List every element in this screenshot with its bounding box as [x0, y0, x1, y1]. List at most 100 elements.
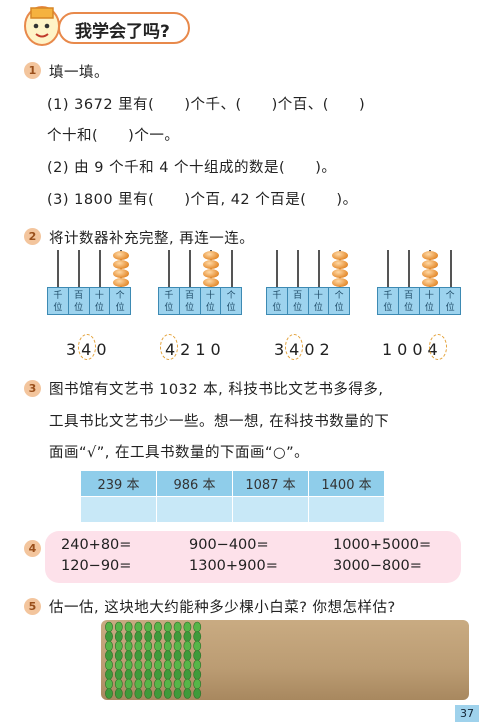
cabbage-plant: [193, 650, 202, 661]
section-title-pill: [58, 12, 190, 44]
equation: 3000−800=: [333, 558, 422, 574]
abacus-rod: [56, 250, 59, 287]
number-option-2: 4210: [165, 340, 226, 359]
abacus-bead: [331, 260, 348, 269]
abacus-rod: [407, 250, 410, 287]
cabbage-plant: [114, 659, 123, 671]
abacus-bead: [202, 260, 219, 269]
cabbage-plant: [163, 659, 172, 671]
place-value-label: 个位: [115, 291, 125, 313]
cabbage-plant: [105, 669, 113, 680]
cabbage-plant: [134, 659, 143, 671]
cabbage-plant: [105, 678, 113, 690]
abacus-bead: [112, 278, 129, 287]
cabbage-plant: [154, 640, 162, 652]
place-value-label: 千位: [159, 288, 180, 314]
cabbage-plant: [114, 621, 123, 633]
abacus-bead: [202, 251, 219, 260]
cabbage-plant: [183, 631, 192, 642]
cabbage-plant: [173, 659, 182, 671]
cabbage-plant: [134, 688, 143, 699]
cabbage-plant: [124, 678, 133, 690]
abacus-rod: [275, 250, 278, 287]
place-value-label: 百位: [399, 288, 420, 314]
q1-line-4: (3) 1800 里有( )个百, 42 个百是( )。: [47, 192, 358, 208]
q2-prompt: 将计数器补充完整, 再连一连。: [49, 231, 255, 247]
place-value-label: 千位: [267, 288, 288, 314]
cabbage-plant: [134, 640, 143, 652]
abacus-bead: [112, 260, 129, 269]
place-value-label: 个位: [226, 291, 236, 313]
abacus-bead: [112, 269, 129, 278]
answer-cell[interactable]: [156, 496, 233, 523]
abacus-bead: [331, 278, 348, 287]
cabbage-plant: [154, 650, 162, 661]
abacus-bead: [421, 269, 438, 278]
cabbage-plant: [134, 621, 143, 633]
cabbage-plant: [193, 678, 202, 690]
cabbage-plant: [124, 621, 133, 633]
cabbage-plant: [173, 669, 182, 680]
cabbage-plant: [114, 631, 123, 642]
answer-cell[interactable]: [232, 496, 309, 523]
abacus-rod: [296, 250, 299, 287]
pencil-mascot-icon: [24, 6, 60, 46]
section-title: 我学会了吗?: [75, 22, 170, 42]
abacus-bead: [112, 251, 129, 260]
question-number-2: 2: [24, 228, 41, 245]
cabbage-plant: [134, 678, 143, 690]
cabbage-plant: [105, 688, 113, 699]
cabbage-plant: [173, 621, 182, 633]
equation: 1000+5000=: [333, 537, 432, 553]
cabbage-plant: [193, 631, 202, 642]
number-option-3: 3402: [274, 340, 335, 359]
question-number-4: 4: [24, 540, 41, 557]
cabbage-plant: [154, 678, 162, 690]
abacus-place-value-box: 千位百位十位个位: [158, 287, 242, 315]
cabbage-plant: [144, 678, 153, 690]
cabbage-plant: [134, 669, 143, 680]
cabbage-plant: [173, 688, 182, 699]
place-value-label: 十位: [309, 288, 330, 314]
abacus-rod: [230, 250, 233, 287]
place-value-label: 个位: [445, 291, 455, 313]
circled-digit-marker: [429, 334, 447, 360]
abacus-rod: [167, 250, 170, 287]
cabbage-plant: [154, 659, 162, 671]
cabbage-plant: [154, 688, 162, 699]
cabbage-plant: [124, 669, 133, 680]
abacus-rod: [77, 250, 80, 287]
abacus-rod: [449, 250, 452, 287]
cabbage-plant: [173, 631, 182, 642]
table-header-cell: 1087 本: [232, 470, 309, 497]
q1-prompt: 填一填。: [49, 65, 109, 81]
cabbage-plant: [193, 640, 202, 652]
place-value-label: 十位: [420, 288, 441, 314]
cabbage-plant: [154, 631, 162, 642]
cabbage-plant: [105, 650, 113, 661]
cabbage-plant: [114, 688, 123, 699]
abacus-bead: [421, 251, 438, 260]
abacus-place-value-box: 千位百位十位个位: [47, 287, 131, 315]
equation-panel: [45, 531, 461, 583]
cabbage-plant: [114, 640, 123, 652]
question-number-1: 1: [24, 62, 41, 79]
cabbage-plant: [173, 650, 182, 661]
cabbage-plant: [105, 621, 113, 633]
number-option-4: 1004: [382, 340, 443, 359]
abacus-bead: [331, 251, 348, 260]
cabbage-plant: [105, 659, 113, 671]
equation: 1300+900=: [189, 558, 278, 574]
answer-cell[interactable]: [308, 496, 385, 523]
cabbage-plant: [183, 659, 192, 671]
q1-line-1: (1) 3672 里有( )个千、( )个百、( ): [47, 97, 366, 113]
equation: 240+80=: [61, 537, 132, 553]
cabbage-plant: [183, 640, 192, 652]
cabbage-plant: [163, 669, 172, 680]
farmland-illustration: [101, 620, 469, 700]
cabbage-plant: [144, 631, 153, 642]
book-count-table: 239 本 986 本 1087 本 1400 本: [80, 470, 385, 523]
cabbage-plant: [193, 669, 202, 680]
answer-cell[interactable]: [80, 496, 157, 523]
q5-prompt: 估一估, 这块地大约能种多少棵小白菜? 你想怎样估?: [49, 600, 396, 616]
